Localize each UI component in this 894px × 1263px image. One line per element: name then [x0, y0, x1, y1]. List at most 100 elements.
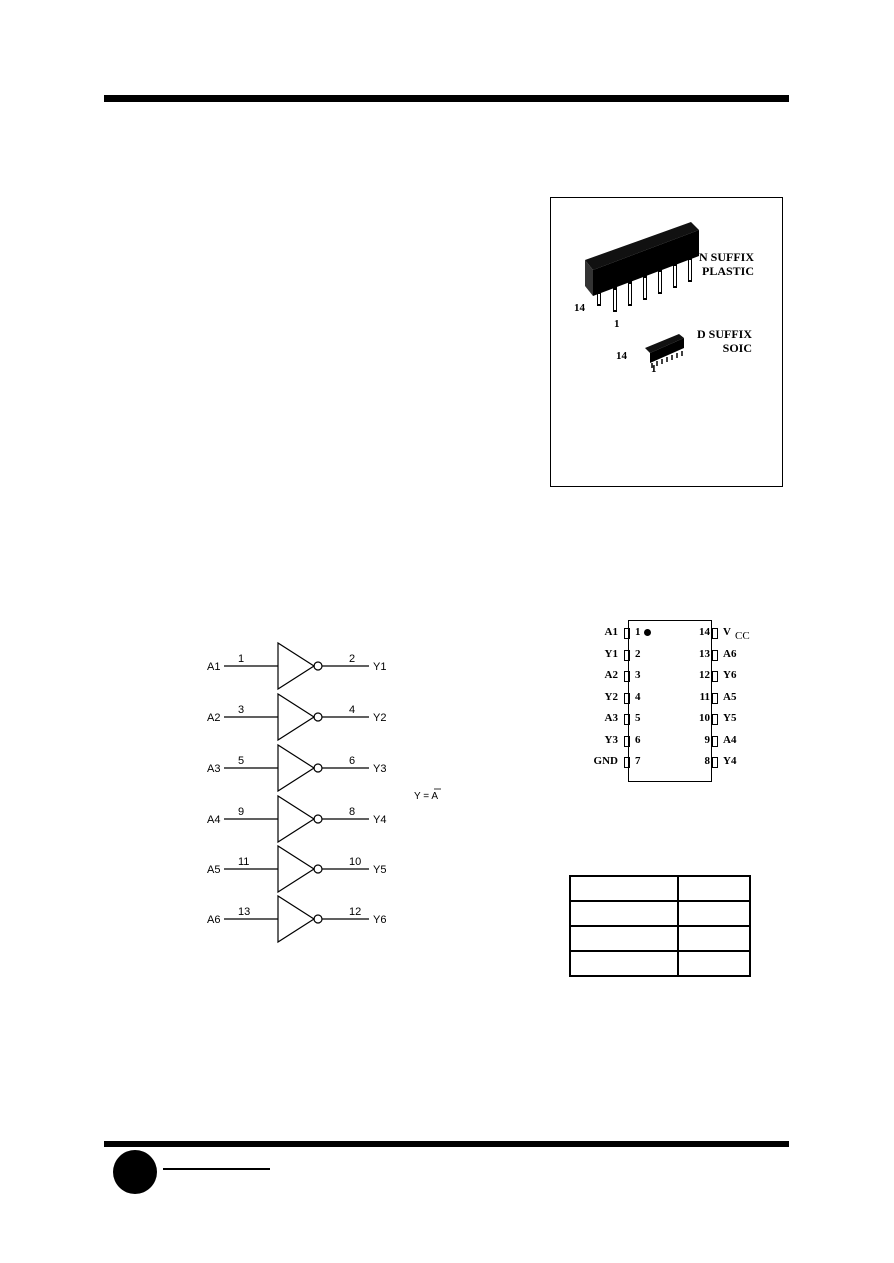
- pin-number: 11: [699, 690, 710, 703]
- pin-name: Y3: [604, 733, 618, 746]
- gate-output-label: Y5: [373, 864, 386, 876]
- pin-stub: [624, 628, 630, 639]
- footer-rule: [104, 1141, 789, 1147]
- table-row: [569, 950, 751, 977]
- pin-number: 1: [635, 626, 641, 638]
- pin-row-left: A2 3: [570, 669, 652, 683]
- pin-stub: [712, 649, 718, 661]
- pin-number: 10: [699, 712, 710, 724]
- gate-output-label: Y3: [373, 763, 386, 775]
- pin-row-left: A3 5: [570, 712, 652, 726]
- pin-name: V: [723, 626, 731, 638]
- pin-number: 4: [635, 690, 641, 703]
- pin-number: 9: [704, 733, 711, 746]
- dip-pin1-label: 1: [614, 318, 620, 330]
- gate-input-label: A6: [207, 914, 220, 926]
- pin-name: A5: [723, 690, 737, 703]
- pin-stub: [712, 692, 718, 704]
- table-row: [569, 925, 751, 952]
- gate-input-pin: 13: [238, 906, 250, 918]
- inverter-gate: [277, 641, 316, 691]
- n-suffix-label: N SUFFIX PLASTIC: [699, 250, 754, 278]
- gate-output-label: Y2: [373, 712, 386, 724]
- pin-name: A6: [723, 647, 737, 660]
- pin-row-right: 12 Y6: [690, 669, 770, 683]
- pin-number: 3: [635, 669, 641, 681]
- pin-subscript: CC: [735, 630, 750, 642]
- d-suffix-label: D SUFFIX SOIC: [697, 327, 752, 355]
- pin1-dot: [644, 629, 651, 636]
- pin-row-left: A1 1: [570, 626, 652, 640]
- pin-name: Y4: [723, 755, 737, 767]
- pin-name: Y1: [604, 647, 618, 660]
- gate-output-label: Y1: [373, 661, 386, 673]
- pin-stub: [624, 671, 630, 682]
- gate-output-pin: 10: [349, 856, 361, 868]
- gate-output-pin: 2: [349, 653, 355, 665]
- pin-stub: [712, 628, 718, 639]
- pin-stub: [712, 714, 718, 725]
- n-suffix-line1: N SUFFIX: [698, 250, 754, 264]
- pin-name: A4: [723, 733, 737, 746]
- inverter-bubble: [313, 763, 323, 773]
- gate-input-label: A5: [207, 864, 220, 876]
- inverter-gate: [277, 743, 316, 793]
- inverter-bubble: [313, 914, 323, 924]
- gate-output-pin: 8: [349, 806, 355, 818]
- header-rule: [104, 95, 789, 102]
- pin-stub: [624, 649, 630, 661]
- inverter-gate: [277, 692, 316, 742]
- pin-row-left: GND 7: [570, 755, 652, 769]
- gate-output-label: Y4: [373, 814, 386, 826]
- pin-row-right: 11 A5: [690, 691, 770, 705]
- inverter-bubble: [313, 864, 323, 874]
- pin-name: A2: [604, 669, 618, 681]
- pin-row-left: Y1 2: [570, 648, 652, 662]
- pin-row-right: 8 Y4: [690, 755, 770, 769]
- pin-row-right: 10 Y5: [690, 712, 770, 726]
- pin-name: A3: [604, 712, 618, 724]
- pin-number: 6: [635, 733, 641, 746]
- gate-input-label: A2: [207, 712, 220, 724]
- pin-number: 2: [635, 647, 641, 660]
- pin-number: 7: [635, 755, 641, 767]
- logo-mark: [113, 1150, 157, 1194]
- gate-input-label: A4: [207, 814, 220, 826]
- soic-pin14-label: 14: [616, 350, 627, 362]
- inverter-gate: [277, 794, 316, 844]
- pin-stub: [712, 735, 718, 747]
- gate-input-pin: 3: [238, 704, 244, 716]
- d-suffix-line1: D SUFFIX: [696, 327, 752, 341]
- pin-row-right: 9 A4: [690, 734, 770, 748]
- table-row: [569, 900, 751, 927]
- gate-input-pin: 9: [238, 806, 244, 818]
- footer-underline: [163, 1168, 270, 1170]
- gate-input-pin: 5: [238, 755, 244, 767]
- gate-input-label: A1: [207, 661, 220, 673]
- gate-output-pin: 4: [349, 704, 355, 716]
- n-suffix-line2: PLASTIC: [701, 264, 754, 278]
- pin-name: GND: [593, 755, 618, 767]
- gate-input-pin: 1: [238, 653, 244, 665]
- dip-package-illustration: [585, 222, 699, 368]
- gate-input-label: A3: [207, 763, 220, 775]
- pin-stub: [712, 757, 718, 768]
- gate-output-label: Y6: [373, 914, 386, 926]
- pin-stub: [624, 735, 630, 747]
- pin-name: A1: [604, 626, 618, 638]
- ic-body: [628, 620, 712, 782]
- pin-number: 12: [699, 669, 710, 681]
- inverter-bubble: [313, 661, 323, 671]
- package-box: N SUFFIX PLASTIC D SUFFIX SOIC 14 1 14 1: [550, 197, 783, 487]
- soic-pin1-label: 1: [651, 363, 657, 375]
- pin-number: 5: [635, 712, 641, 724]
- pin-stub: [624, 757, 630, 768]
- pin-number: 13: [699, 647, 710, 660]
- dip-pin14-label: 14: [574, 302, 585, 314]
- pin-row-left: Y3 6: [570, 734, 652, 748]
- pin-row-right: 13 A6: [690, 648, 770, 662]
- equation-lhs: Y =: [414, 791, 431, 802]
- function-table: [569, 875, 751, 977]
- d-suffix-line2: SOIC: [722, 341, 752, 355]
